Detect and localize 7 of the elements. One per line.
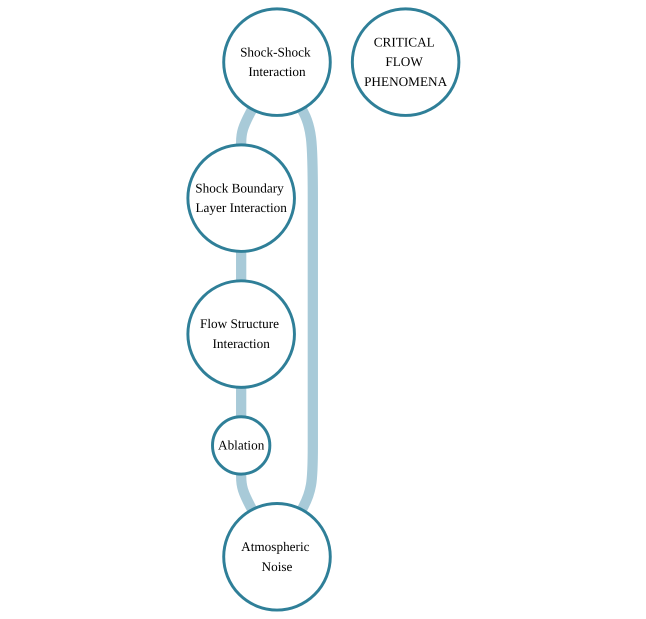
node-circle: Flow Structure Interaction [186, 279, 296, 389]
node-circle: CRITICAL FLOW PHENOMENA [350, 7, 460, 117]
node-circle: Shock Boundary Layer Interaction [186, 143, 296, 253]
connector [296, 106, 318, 512]
node-circle: Shock-Shock Interaction [222, 7, 332, 117]
node-circle: Ablation [210, 415, 271, 476]
node-circle: Atmospheric Noise [222, 502, 332, 612]
